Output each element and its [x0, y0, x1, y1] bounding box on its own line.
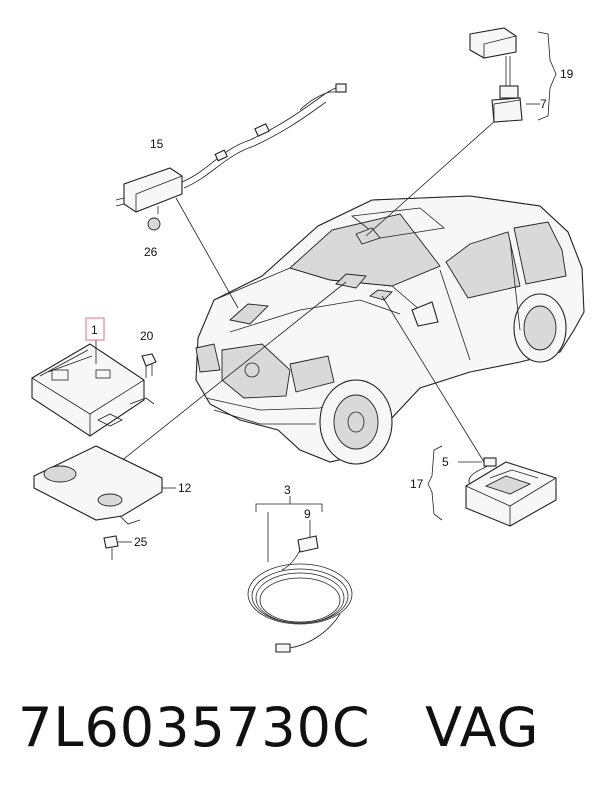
part-1-control-unit	[31, 340, 157, 437]
callout-17: 17	[410, 477, 424, 491]
brand-name: VAG	[425, 696, 540, 759]
callout-3: 3	[284, 483, 291, 497]
callout-20: 20	[140, 329, 154, 343]
part-15-module-with-cable	[115, 83, 347, 231]
callout-5: 5	[442, 455, 449, 469]
callout-9: 9	[304, 507, 311, 521]
part-12-mounting-bracket	[33, 445, 176, 560]
callout-19: 19	[560, 67, 574, 81]
parts-diagram: 19 7 15 26 1 20	[31, 27, 585, 653]
callout-1: 1	[91, 323, 98, 337]
part-19-connector-assembly	[469, 27, 557, 123]
callout-1-highlight-box	[85, 317, 105, 341]
part-number-caption: 7L6035730C VAG	[18, 688, 588, 768]
callout-12: 12	[178, 481, 192, 495]
callout-25: 25	[134, 535, 148, 549]
vehicle-illustration	[195, 195, 585, 465]
callout-26: 26	[144, 245, 158, 259]
part-number: 7L6035730C	[18, 696, 371, 759]
part-3-cable-coil	[247, 496, 353, 653]
part-17-roof-module	[427, 445, 557, 527]
callout-7: 7	[540, 97, 547, 111]
leader-lines	[119, 119, 497, 463]
callout-15: 15	[150, 137, 164, 151]
